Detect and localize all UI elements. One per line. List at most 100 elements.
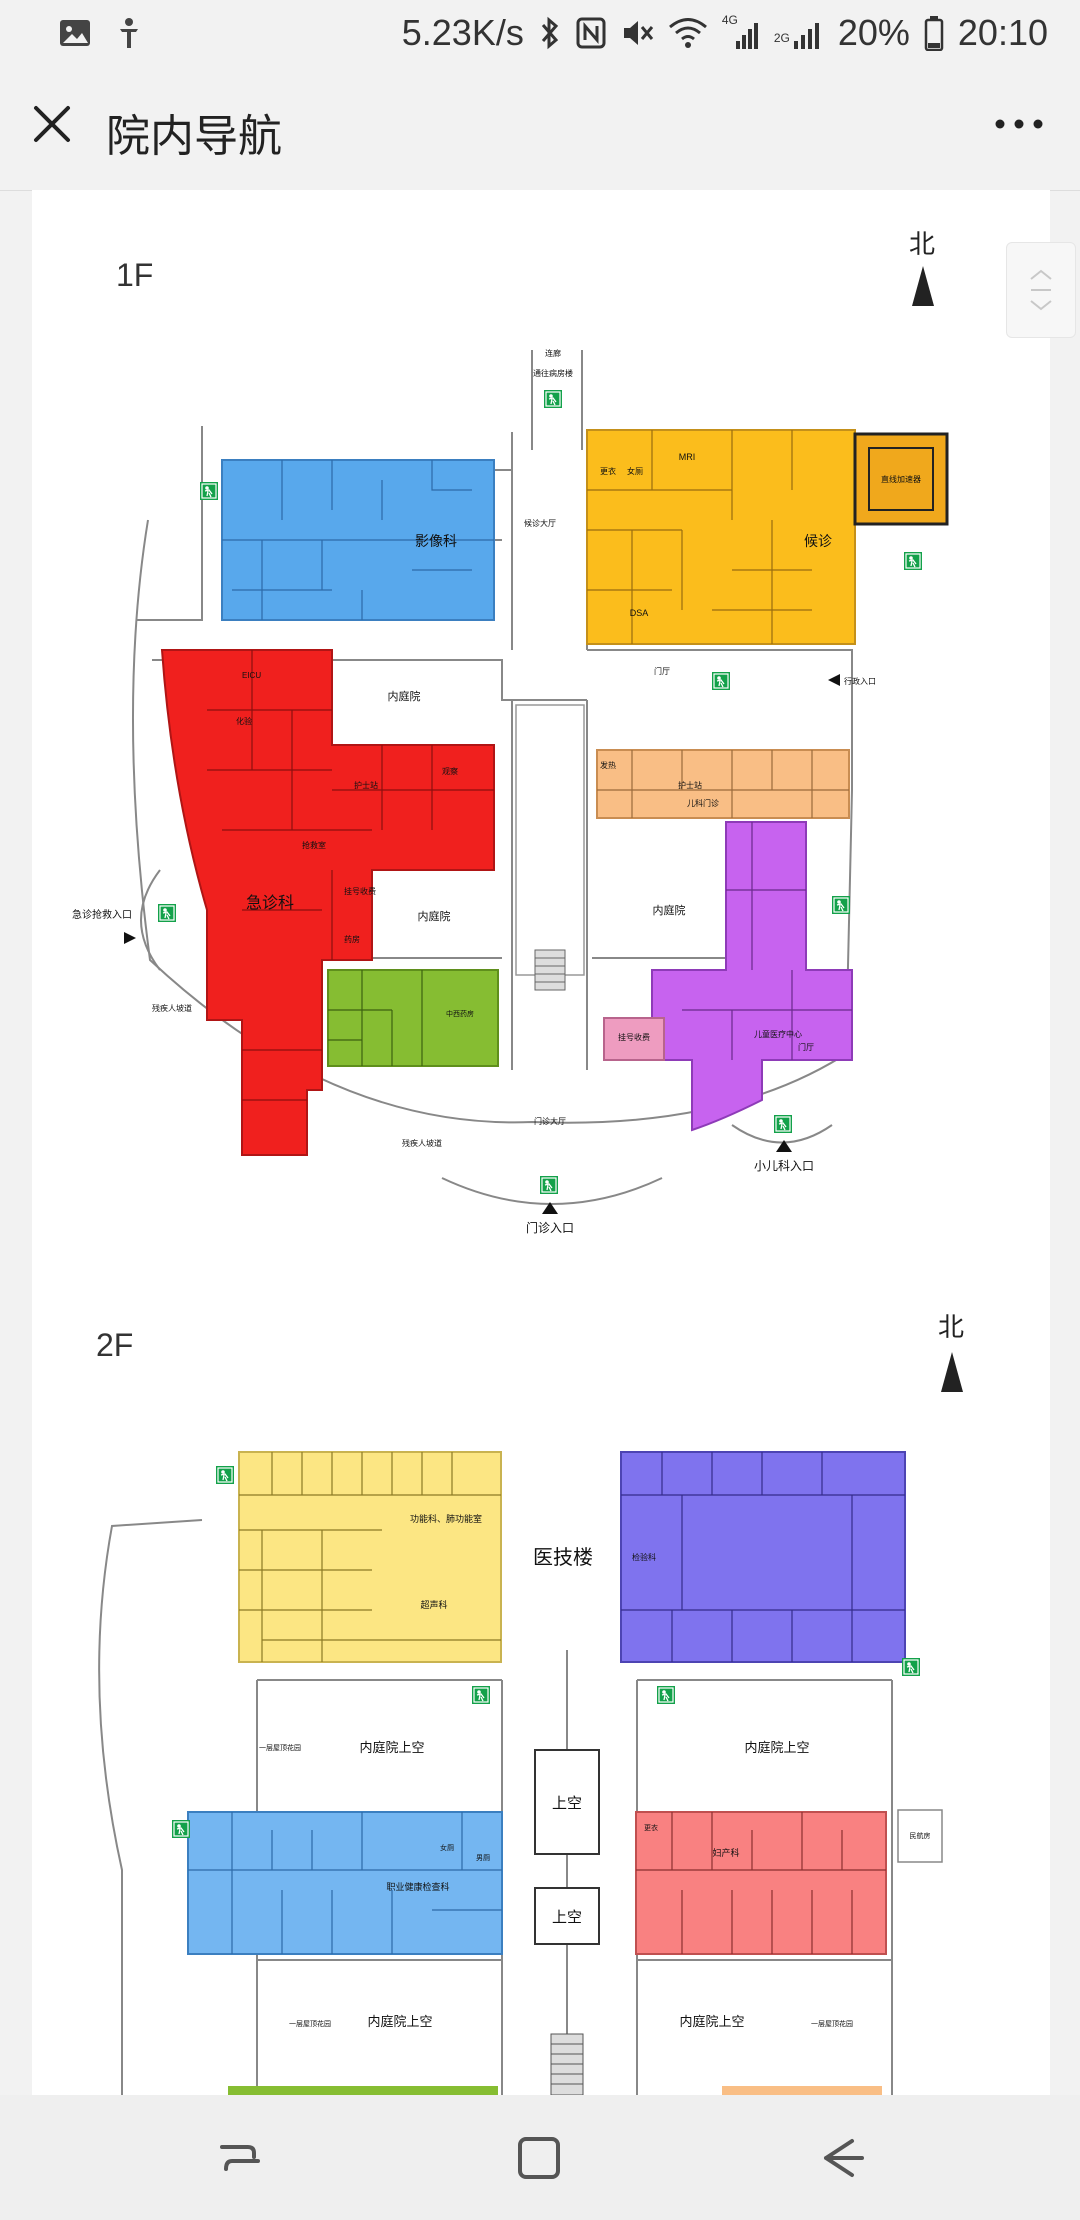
resus-label: 抢救室 [302, 840, 326, 850]
outpatient-entrance-label: 门诊入口 [526, 1220, 574, 1235]
pediatric-label: 儿科门诊 [687, 798, 719, 808]
gate-hall-label: 门厅 [654, 666, 670, 676]
image-icon [60, 20, 90, 46]
emergency-entrance-arrow [124, 932, 136, 944]
scroll-handle[interactable] [1006, 242, 1076, 338]
courtyard-b-label: 内庭院 [418, 909, 451, 923]
admin-entrance-label: 行政入口 [844, 676, 876, 686]
outpatient-entrance-arc [441, 1177, 663, 1205]
north-label-2: 北 [938, 1312, 964, 1342]
restroom-label: 女厕 [627, 466, 643, 476]
battery-percent: 20% [837, 12, 910, 53]
lab-label: 化验 [236, 716, 252, 726]
void-box-a [534, 1749, 600, 1855]
outpatient-hall-label: 门诊大厅 [534, 1116, 566, 1126]
health-check-dept[interactable] [187, 1811, 503, 1955]
ward-room[interactable] [897, 1809, 943, 1863]
emergency-dept[interactable] [160, 649, 495, 1156]
inner-void-d-label: 内庭院上空 [679, 2014, 744, 2029]
pediatric-entrance-arc [731, 1124, 833, 1144]
waiting-hall-label: 候诊大厅 [524, 518, 556, 528]
home-icon[interactable] [512, 2133, 568, 2183]
accessible-ramp-b-label: 残疾人坡道 [402, 1138, 442, 1148]
inner-void-b-label: 内庭院上空 [744, 1740, 809, 1755]
ward-label: 民航房 [910, 1831, 931, 1840]
changing-label: 更衣 [600, 466, 616, 476]
back-icon[interactable] [814, 2133, 870, 2183]
roof-garden-b-label: 一层屋顶花园 [289, 2019, 331, 2028]
tech-building-label: 医技楼 [533, 1546, 593, 1569]
signal-icon-2 [793, 23, 819, 49]
pediatric-dept[interactable] [596, 749, 850, 819]
male-restroom-label: 男厕 [476, 1854, 490, 1862]
north-label: 北 [909, 229, 935, 259]
health-check-label: 职业健康检查科 [386, 1881, 449, 1892]
ultrasound-label: 超声科 [420, 1599, 447, 1610]
nfc-icon [576, 17, 606, 49]
network-speed: 5.23K/s [401, 12, 524, 53]
inspection-label: 检验科 [632, 1552, 656, 1562]
page-title: 院内导航 [106, 112, 282, 161]
status-bar: 5.23K/s 4G 2G [0, 0, 1080, 66]
network-2g-label: 2G [773, 31, 790, 45]
bluetooth-icon [541, 16, 558, 50]
to-ward-label: 通往病房楼 [533, 368, 573, 378]
floor-1-map: 1F 北 影像科 [72, 229, 949, 1235]
outpatient-entrance-arrow [542, 1202, 558, 1214]
pediatric-entrance-arrow [776, 1140, 792, 1152]
floor-map-content[interactable]: 1F 北 影像科 [32, 190, 1050, 2095]
next-floor-orange [722, 2086, 882, 2095]
void-b-label: 上空 [552, 1909, 582, 1926]
recent-apps-icon[interactable] [212, 2133, 268, 2183]
nurse-station-b-label: 护士站 [678, 780, 702, 790]
register-pay-b[interactable] [603, 1017, 665, 1061]
pharmacy-a-label: 药房 [344, 934, 360, 944]
child-center-label: 儿童医疗中心 [754, 1029, 802, 1039]
next-floor-green [228, 2086, 498, 2095]
register-pay-label: 挂号收费 [344, 886, 376, 896]
observe-label: 观察 [442, 766, 458, 776]
floor-2-map: 2F 北 功能科、肺功能室 超声科 医技楼 检验科 内庭院上空 内庭院上空 一层… [96, 1312, 964, 2095]
eicu-label: EICU [242, 671, 261, 680]
corridor-label: 连廊 [545, 348, 561, 358]
inner-void-c-label: 内庭院上空 [367, 2014, 432, 2029]
inspection-dept[interactable] [620, 1451, 906, 1663]
central-stairs-2 [550, 2033, 584, 2095]
admin-entrance-arrow [828, 674, 840, 686]
emergency-entrance-arc [140, 869, 161, 971]
gynecology-dept[interactable] [635, 1811, 887, 1955]
clock: 20:10 [957, 12, 1048, 53]
fever-label: 发热 [600, 760, 616, 770]
void-box-b [534, 1887, 600, 1945]
imaging-label: 影像科 [415, 533, 457, 549]
dsa-label: DSA [630, 608, 649, 618]
north-arrow [912, 266, 934, 306]
wifi-icon [668, 18, 707, 48]
pediatric-entrance-label: 小儿科入口 [754, 1159, 814, 1173]
mute-icon [623, 21, 653, 45]
close-icon[interactable] [30, 102, 74, 146]
courtyard-c-label: 内庭院 [653, 903, 686, 917]
hall-b-label: 门厅 [798, 1042, 814, 1052]
accelerator-label: 直线加速器 [881, 474, 921, 484]
floor-2-label: 2F [96, 1327, 133, 1363]
tcm-pharmacy-label: 中西药房 [446, 1009, 474, 1018]
function-dept-label: 功能科、肺功能室 [410, 1513, 482, 1524]
accessible-ramp-a-label: 残疾人坡道 [152, 1003, 192, 1013]
mri-label: MRI [679, 452, 696, 462]
tcm-pharmacy[interactable] [327, 969, 499, 1067]
inner-void-a-label: 内庭院上空 [359, 1740, 424, 1755]
accessibility-icon [120, 18, 139, 48]
emergency-label: 急诊科 [246, 894, 294, 912]
female-restroom-label: 女厕 [440, 1843, 454, 1852]
scroll-chevrons-icon [1030, 269, 1052, 311]
north-arrow-2 [941, 1352, 963, 1392]
floor-map: 1F 北 影像科 [72, 229, 964, 2095]
ultrasound-dept[interactable] [238, 1451, 502, 1663]
app-bar: 院内导航 [0, 66, 1080, 191]
more-dots-icon[interactable] [994, 116, 1044, 132]
child-center[interactable] [651, 821, 853, 1132]
nurse-station-a-label: 护士站 [354, 780, 378, 790]
changing-2-label: 更衣 [644, 1823, 658, 1832]
floor-1-label: 1F [116, 257, 153, 293]
